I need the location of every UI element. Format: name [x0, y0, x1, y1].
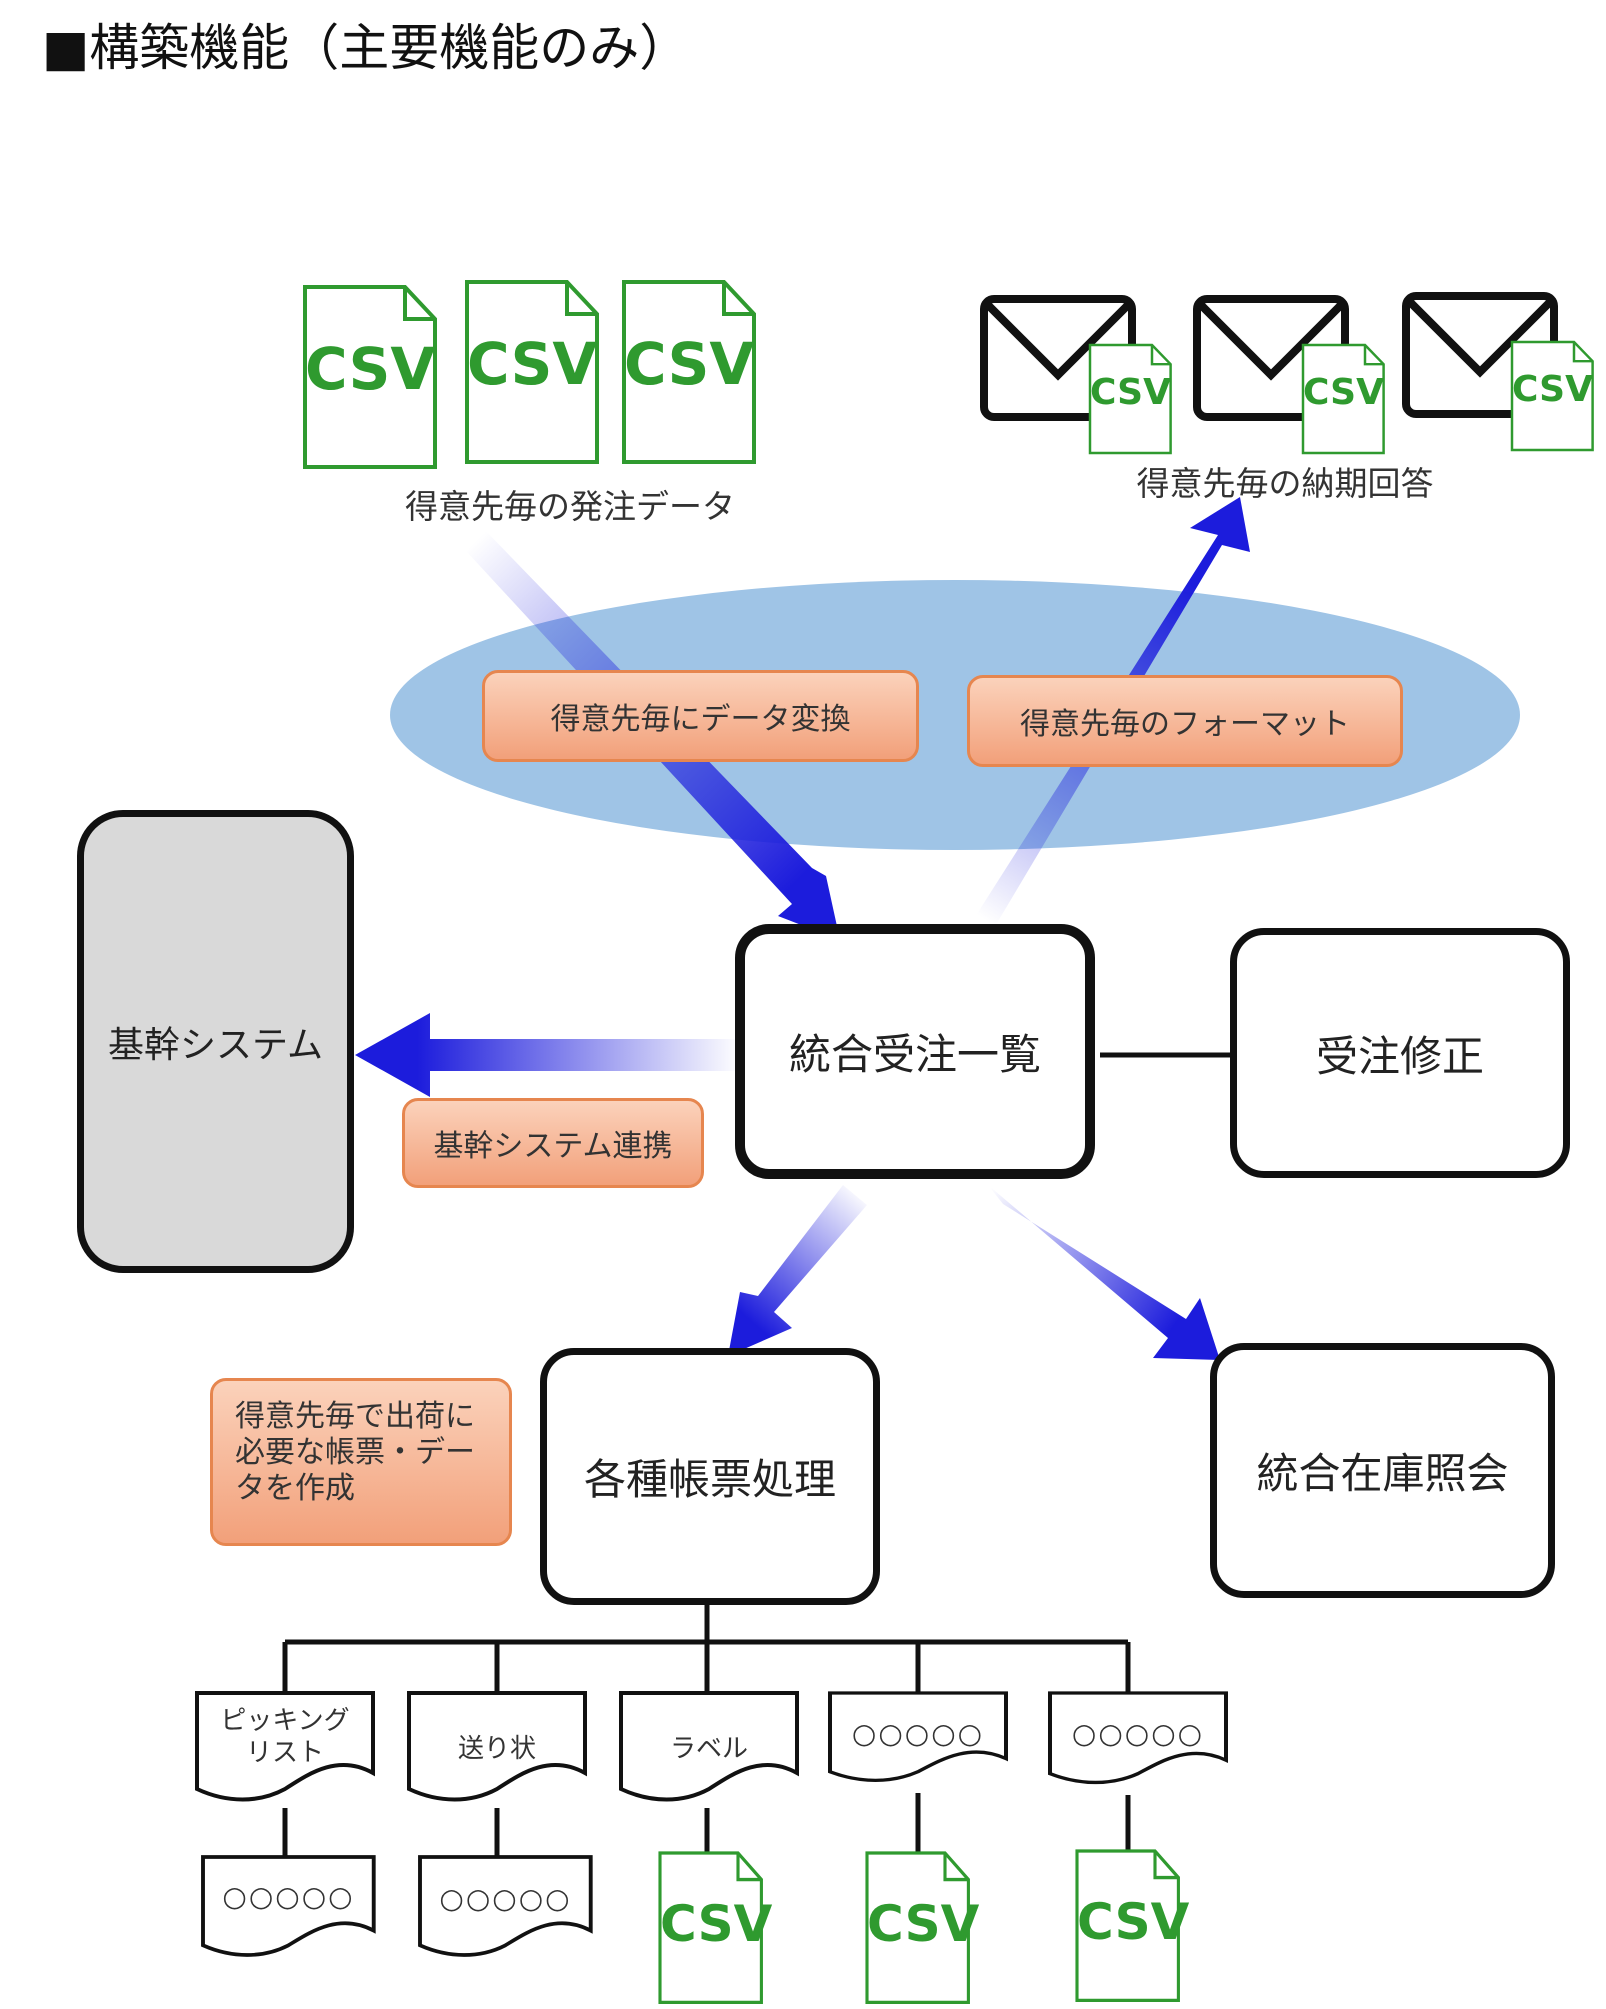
csv-label: CSV — [1303, 372, 1384, 413]
arrow-to-inventory — [988, 1185, 1220, 1360]
picking-list-line1: ピッキング — [220, 1706, 350, 1736]
document-placeholder: ○○○○○ — [851, 1717, 985, 1750]
arrow-core-link — [355, 1013, 738, 1097]
core-system-label: 基幹システム — [108, 1024, 323, 1066]
order-edit-node[interactable]: 受注修正 — [1230, 928, 1570, 1178]
csv-label: CSV — [1090, 372, 1171, 413]
document-placeholder: ○○○○○ — [439, 1882, 572, 1915]
csv-label: CSV — [467, 330, 598, 398]
csv-label: CSV — [305, 335, 436, 403]
document-placeholder: ○○○○○ — [222, 1880, 355, 1913]
document-tree — [282, 1605, 1131, 1857]
delivery-reply-caption: 得意先毎の納期回答 — [1136, 464, 1434, 503]
tag-core-link: 基幹システム連携 — [402, 1098, 704, 1188]
order-edit-label: 受注修正 — [1315, 1031, 1484, 1081]
picking-list-line2: リスト — [245, 1738, 324, 1768]
tag-forms-note: 得意先毎で出荷に必要な帳票・データを作成 — [210, 1378, 512, 1546]
page-title: ■構築機能（主要機能のみ） — [42, 19, 690, 77]
tag-data-conversion: 得意先毎にデータ変換 — [482, 670, 919, 762]
inventory-node[interactable]: 統合在庫照会 — [1210, 1343, 1555, 1598]
core-system-node: 基幹システム — [77, 810, 354, 1273]
csv-label: CSV — [624, 330, 755, 398]
order-data-caption: 得意先毎の発注データ — [405, 487, 735, 526]
arrow-to-forms — [728, 1185, 867, 1356]
tag-format: 得意先毎のフォーマット — [967, 675, 1403, 767]
csv-label: CSV — [1077, 1893, 1190, 1951]
forms-processing-node[interactable]: 各種帳票処理 — [540, 1348, 880, 1605]
forms-processing-label: 各種帳票処理 — [583, 1455, 836, 1504]
conversion-area-ellipse — [390, 580, 1520, 850]
csv-label: CSV — [867, 1895, 980, 1953]
document-placeholder: ○○○○○ — [1071, 1717, 1205, 1750]
order-list-label: 統合受注一覧 — [788, 1030, 1041, 1079]
order-list-node[interactable]: 統合受注一覧 — [735, 924, 1095, 1179]
shipping-label-label: ラベル — [669, 1734, 748, 1764]
csv-label: CSV — [660, 1895, 773, 1953]
csv-label: CSV — [1512, 369, 1593, 410]
inventory-label: 統合在庫照会 — [1256, 1449, 1509, 1498]
delivery-slip-label: 送り状 — [457, 1734, 536, 1764]
picking-list-label: ピッキング リスト — [197, 1705, 373, 1769]
